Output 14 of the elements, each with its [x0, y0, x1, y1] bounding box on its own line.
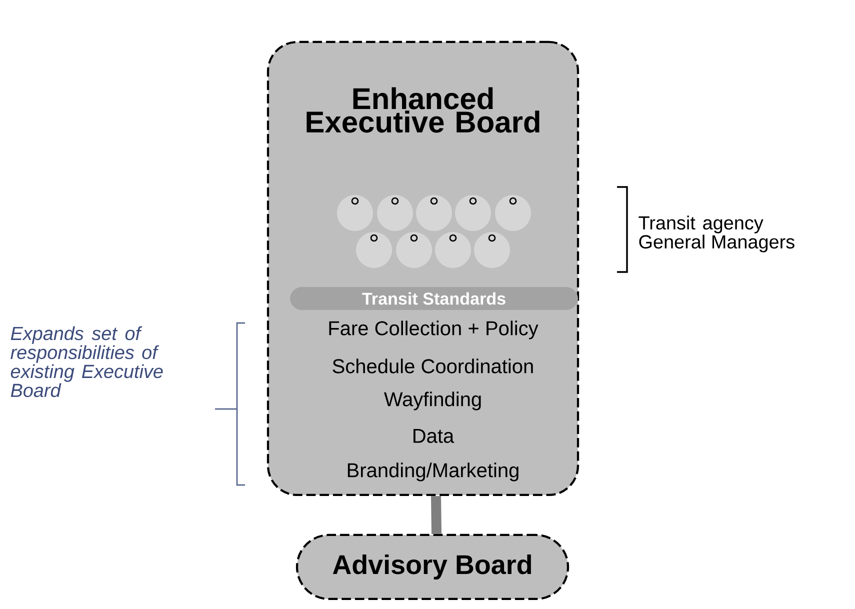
member-circle: [337, 195, 373, 231]
member-circle: [377, 195, 413, 231]
annotation-text: Transit agency General Managers: [638, 216, 794, 252]
member-circle: [416, 195, 452, 231]
member-circle: [396, 232, 432, 268]
member-circle: [455, 195, 491, 231]
member-circle: [474, 232, 510, 268]
member-circle: [356, 232, 392, 268]
member-circle: [435, 232, 471, 268]
heading-band: Transit Standards: [290, 287, 578, 310]
connector: [431, 496, 442, 534]
board-box: Advisory Board: [296, 534, 570, 600]
member-circle: [495, 195, 531, 231]
annotation-text: Expands set of responsibilities of existing Executive Board: [10, 326, 163, 398]
